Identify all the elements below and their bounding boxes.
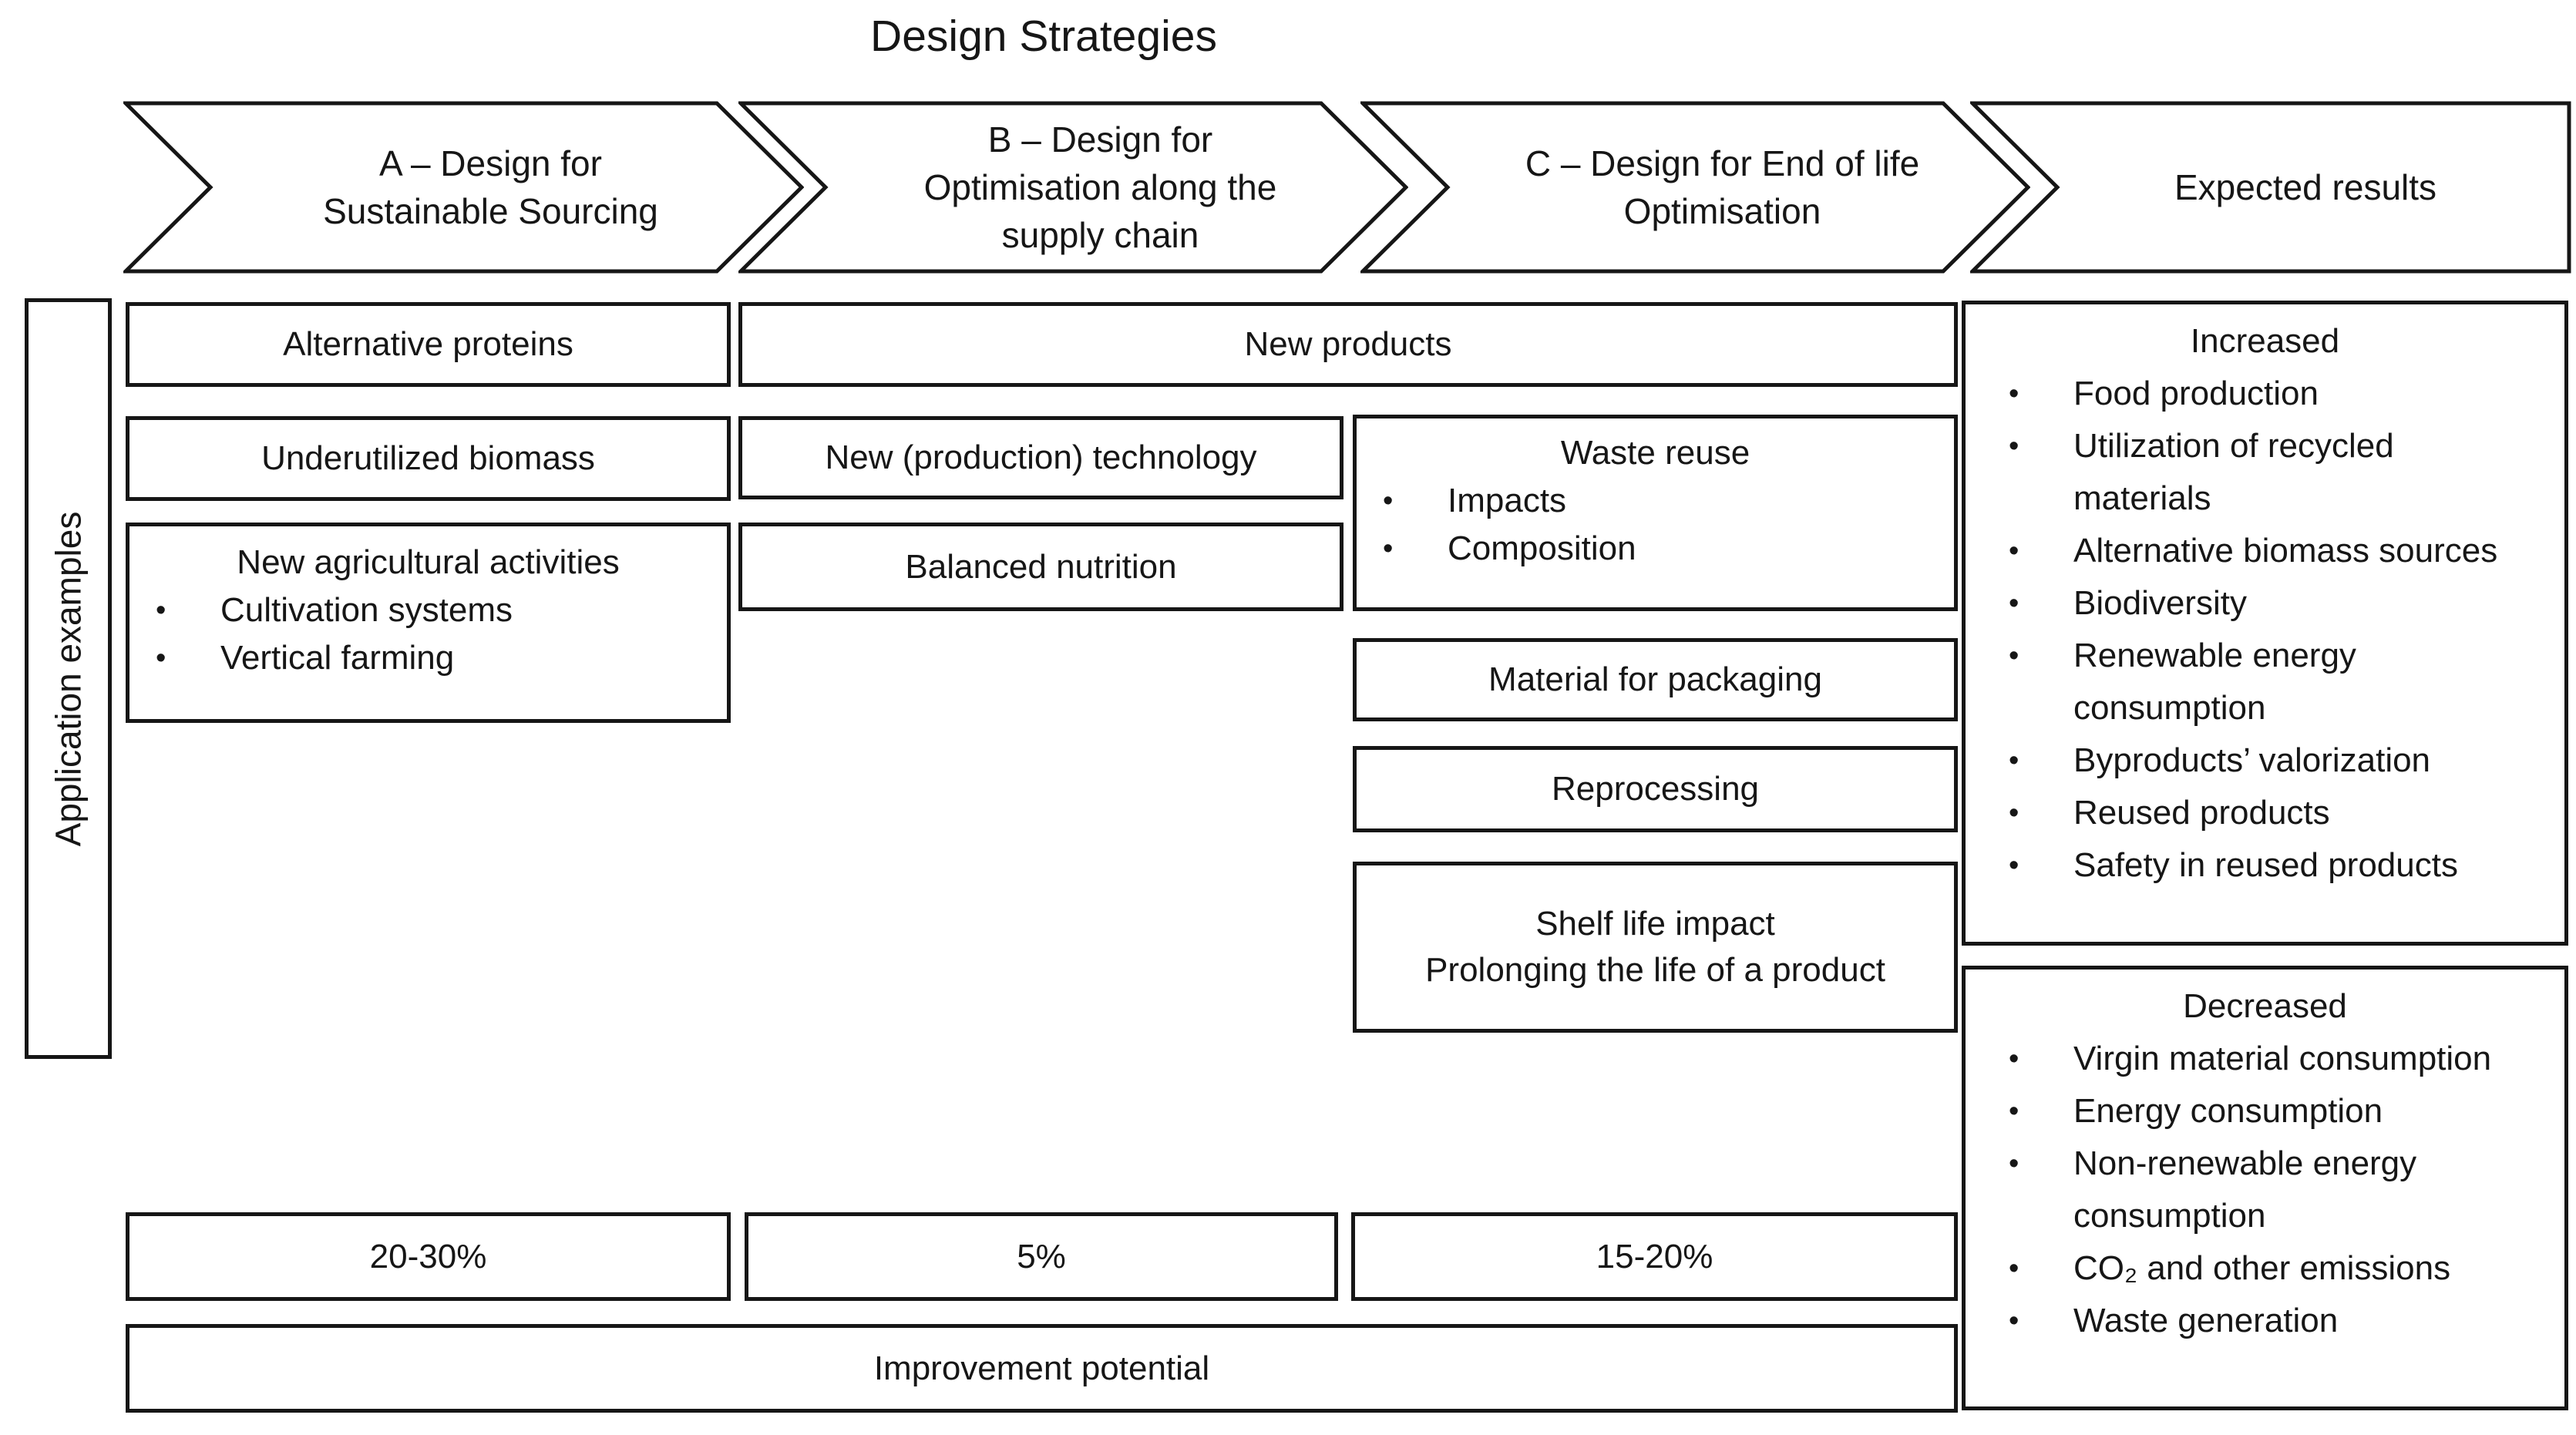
bullet-icon: • bbox=[2009, 1148, 2019, 1180]
box-new-production-technology: New (production) technology bbox=[738, 416, 1343, 499]
bullet-icon: • bbox=[2009, 744, 2019, 777]
box-label: New products bbox=[1244, 325, 1452, 363]
chevron-strategy-b: B – Design for Optimisation along the su… bbox=[738, 101, 1408, 274]
list-item: • Renewable energy consumption bbox=[1966, 630, 2564, 734]
list-item-label: Vertical farming bbox=[220, 639, 455, 677]
bullet-icon: • bbox=[2009, 430, 2019, 462]
list-item: • Reused products bbox=[1966, 787, 2564, 839]
bullet-icon: • bbox=[2009, 378, 2019, 410]
list-item: • Impacts bbox=[1357, 477, 1954, 525]
bullet-icon: • bbox=[156, 594, 166, 627]
list-item-label: Virgin material consumption bbox=[2073, 1040, 2492, 1077]
box-label: Reprocessing bbox=[1551, 770, 1760, 808]
results-heading: Decreased bbox=[2183, 987, 2347, 1025]
list-item-label: Composition bbox=[1448, 529, 1636, 567]
box-improvement-potential: Improvement potential bbox=[126, 1324, 1958, 1413]
list-item: • Cultivation systems bbox=[129, 586, 727, 634]
list-item: • Alternative biomass sources bbox=[1966, 525, 2564, 577]
bullet-icon: • bbox=[2009, 587, 2019, 620]
box-label: Shelf life impact Prolonging the life of… bbox=[1425, 905, 1885, 989]
list-item: • Energy consumption bbox=[1966, 1085, 2564, 1138]
bullet-icon: • bbox=[2009, 797, 2019, 829]
bullet-icon: • bbox=[2009, 535, 2019, 567]
bullet-icon: • bbox=[2009, 1095, 2019, 1128]
list-item: • Composition bbox=[1357, 525, 1954, 573]
list-item-label: Biodiversity bbox=[2073, 584, 2247, 622]
list-item: • Non-renewable energy consumption bbox=[1966, 1138, 2564, 1242]
application-examples-label: Application examples bbox=[48, 511, 89, 846]
list-item-label: Cultivation systems bbox=[220, 591, 513, 629]
improvement-potential-label: Improvement potential bbox=[873, 1349, 1210, 1387]
box-improvement-percent-b: 5% bbox=[745, 1212, 1338, 1301]
notched-rectangle-shape-icon bbox=[1970, 101, 2571, 274]
box-waste-reuse: Waste reuse • Impacts • Composition bbox=[1353, 415, 1958, 611]
list-item-label: Waste generation bbox=[2073, 1302, 2339, 1339]
box-improvement-percent-a: 20-30% bbox=[126, 1212, 731, 1301]
box-heading: New agricultural activities bbox=[237, 543, 620, 581]
list-item: • Waste generation bbox=[1966, 1295, 2564, 1347]
list-item-label: Energy consumption bbox=[2073, 1092, 2383, 1130]
list-item-label: Byproducts’ valorization bbox=[2073, 741, 2431, 779]
list-item: • Safety in reused products bbox=[1966, 839, 2564, 892]
box-underutilized-biomass: Underutilized biomass bbox=[126, 416, 731, 501]
box-decreased-results: Decreased • Virgin material consumption … bbox=[1962, 966, 2568, 1410]
box-new-products: New products bbox=[738, 302, 1958, 387]
box-new-agricultural-activities: New agricultural activities • Cultivatio… bbox=[126, 523, 731, 723]
list-item: • Byproducts’ valorization bbox=[1966, 734, 2564, 787]
page-title: Design Strategies bbox=[870, 12, 1217, 61]
results-heading: Increased bbox=[2190, 322, 2340, 360]
chevron-a-label: A – Design for Sustainable Sourcing bbox=[323, 143, 658, 231]
list-item-label: Safety in reused products bbox=[2073, 846, 2458, 884]
list-item: • Food production bbox=[1966, 368, 2564, 420]
box-label: Balanced nutrition bbox=[905, 547, 1177, 586]
application-examples-box: Application examples bbox=[25, 298, 112, 1059]
percent-value: 15-20% bbox=[1596, 1237, 1713, 1275]
list-item-label: Utilization of recycled materials bbox=[2073, 427, 2394, 517]
list-item-label: Alternative biomass sources bbox=[2073, 532, 2498, 570]
expected-results-label: Expected results bbox=[2174, 167, 2437, 207]
box-heading: Waste reuse bbox=[1560, 434, 1750, 472]
box-material-for-packaging: Material for packaging bbox=[1353, 638, 1958, 721]
percent-value: 20-30% bbox=[369, 1237, 487, 1275]
list-item: • Virgin material consumption bbox=[1966, 1033, 2564, 1085]
bullet-icon: • bbox=[2009, 1043, 2019, 1075]
box-increased-results: Increased • Food production • Utilizatio… bbox=[1962, 301, 2568, 946]
chevron-shape-icon bbox=[1360, 101, 2030, 274]
list-item-label: Renewable energy consumption bbox=[2073, 637, 2356, 727]
chevron-strategy-c: C – Design for End of life Optimisation bbox=[1360, 101, 2030, 274]
bullet-icon: • bbox=[156, 642, 166, 674]
chevron-expected-results: Expected results bbox=[1970, 101, 2571, 274]
box-reprocessing: Reprocessing bbox=[1353, 746, 1958, 832]
bullet-icon: • bbox=[2009, 640, 2019, 672]
list-item-label: Non-renewable energy consumption bbox=[2073, 1144, 2417, 1235]
bullet-icon: • bbox=[2009, 1252, 2019, 1285]
box-label: New (production) technology bbox=[825, 439, 1257, 476]
chevron-b-label: B – Design for Optimisation along the su… bbox=[923, 119, 1277, 255]
chevron-strategy-a: A – Design for Sustainable Sourcing bbox=[123, 101, 804, 274]
list-item-label: Reused products bbox=[2073, 794, 2330, 832]
list-item: • CO₂ and other emissions bbox=[1966, 1242, 2564, 1295]
percent-value: 5% bbox=[1017, 1237, 1066, 1275]
chevron-c-label: C – Design for End of life Optimisation bbox=[1525, 143, 1920, 231]
chevron-shape-icon bbox=[738, 101, 1408, 274]
bullet-icon: • bbox=[1383, 533, 1394, 565]
box-shelf-life-impact: Shelf life impact Prolonging the life of… bbox=[1353, 862, 1958, 1033]
list-item: • Utilization of recycled materials bbox=[1966, 420, 2564, 525]
chevron-shape-icon bbox=[123, 101, 804, 274]
box-label: Material for packaging bbox=[1488, 660, 1822, 698]
bullet-icon: • bbox=[1383, 485, 1394, 517]
list-item-label: Impacts bbox=[1448, 482, 1567, 519]
list-item: • Biodiversity bbox=[1966, 577, 2564, 630]
box-label: Underutilized biomass bbox=[261, 439, 595, 477]
box-improvement-percent-c: 15-20% bbox=[1351, 1212, 1958, 1301]
list-item-label: Food production bbox=[2073, 375, 2319, 412]
box-balanced-nutrition: Balanced nutrition bbox=[738, 523, 1343, 611]
bullet-icon: • bbox=[2009, 849, 2019, 882]
box-alternative-proteins: Alternative proteins bbox=[126, 302, 731, 387]
list-item-label: CO₂ and other emissions bbox=[2073, 1249, 2451, 1287]
bullet-icon: • bbox=[2009, 1305, 2019, 1337]
box-label: Alternative proteins bbox=[283, 325, 573, 363]
list-item: • Vertical farming bbox=[129, 634, 727, 682]
